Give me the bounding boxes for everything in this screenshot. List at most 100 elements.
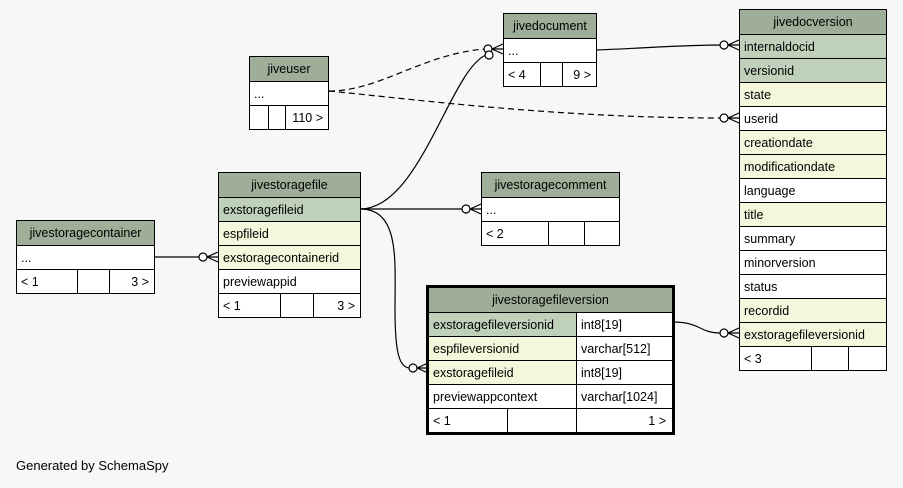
- edge-optional-marker: [719, 328, 729, 338]
- children-count: 3 >: [109, 270, 154, 293]
- table-footer-row: < 3: [740, 346, 886, 370]
- column-name: userid: [744, 112, 779, 126]
- column-name: previewappcontext: [433, 390, 538, 404]
- table-jivedocversion[interactable]: jivedocversion internaldocid versionid s…: [739, 9, 887, 371]
- ellipsis-text: ...: [508, 44, 519, 58]
- table-jivestoragefileversion[interactable]: jivestoragefileversion exstoragefilevers…: [426, 285, 675, 435]
- column-row[interactable]: internaldocid: [740, 34, 886, 58]
- column-name: versionid: [744, 64, 795, 78]
- parents-count: < 3: [744, 352, 762, 366]
- table-header[interactable]: jivestoragefileversion: [429, 288, 672, 312]
- column-row[interactable]: title: [740, 202, 886, 226]
- children-count: [848, 347, 886, 370]
- column-row[interactable]: espfileid: [219, 221, 360, 245]
- edge-optional-marker: [408, 363, 418, 373]
- generated-by-footer: Generated by SchemaSpy: [16, 458, 169, 473]
- table-jiveuser[interactable]: jiveuser ... 110 >: [249, 56, 329, 130]
- children-count: [584, 222, 619, 245]
- edge-crowfoot-marker: [727, 112, 740, 124]
- column-name: modificationdate: [744, 160, 836, 174]
- column-name: exstoragefileversionid: [744, 328, 865, 342]
- column-name: summary: [744, 232, 796, 246]
- edge-storagefile-document: [359, 54, 487, 210]
- column-row[interactable]: recordid: [740, 298, 886, 322]
- column-row[interactable]: previewappid: [219, 269, 360, 293]
- parents-count: [250, 106, 268, 129]
- spacer-cell: [540, 63, 562, 86]
- table-footer-row: < 4 9 >: [504, 62, 596, 86]
- ellipsis-text: ...: [486, 203, 497, 217]
- edge-fileversion-docversion: [672, 321, 721, 334]
- column-row[interactable]: exstoragefileversionid: [740, 322, 886, 346]
- edge-crowfoot-marker: [491, 43, 504, 55]
- column-row[interactable]: espfileversionid varchar[512]: [429, 336, 672, 360]
- column-name: previewappid: [223, 275, 297, 289]
- column-row[interactable]: summary: [740, 226, 886, 250]
- column-name: exstoragefileid: [433, 366, 514, 380]
- parents-count: < 4: [508, 68, 526, 82]
- column-row[interactable]: exstoragefileid: [219, 197, 360, 221]
- edge-crowfoot-marker: [206, 251, 219, 263]
- table-footer-row: 110 >: [250, 105, 328, 129]
- ellipsis-text: ...: [254, 87, 265, 101]
- column-name: espfileid: [223, 227, 269, 241]
- edge-document-docversion: [595, 44, 725, 51]
- column-name: creationdate: [744, 136, 813, 150]
- table-header[interactable]: jiveuser: [250, 57, 328, 81]
- column-row[interactable]: userid: [740, 106, 886, 130]
- edge-optional-marker: [198, 252, 208, 262]
- table-ellipsis-row: ...: [504, 38, 596, 62]
- spacer-cell: [507, 409, 576, 432]
- edge-optional-marker: [719, 113, 729, 123]
- column-name: exstoragefileversionid: [433, 318, 554, 332]
- column-row[interactable]: language: [740, 178, 886, 202]
- edge-optional-marker: [484, 50, 494, 60]
- spacer-cell: [77, 270, 109, 293]
- table-jivestoragecomment[interactable]: jivestoragecomment ... < 2: [481, 172, 620, 246]
- table-ellipsis-row: ...: [17, 245, 154, 269]
- column-type: varchar[512]: [576, 337, 672, 360]
- column-row[interactable]: exstoragefileversionid int8[19]: [429, 312, 672, 336]
- edge-optional-marker: [719, 40, 729, 50]
- table-header[interactable]: jivestoragecomment: [482, 173, 619, 197]
- column-row[interactable]: exstoragefileid int8[19]: [429, 360, 672, 384]
- table-ellipsis-row: ...: [250, 81, 328, 105]
- column-row[interactable]: previewappcontext varchar[1024]: [429, 384, 672, 408]
- table-header[interactable]: jivedocversion: [740, 10, 886, 34]
- edge-crowfoot-marker: [469, 203, 482, 215]
- table-footer-row: < 2: [482, 221, 619, 245]
- column-row[interactable]: minorversion: [740, 250, 886, 274]
- column-row[interactable]: modificationdate: [740, 154, 886, 178]
- parents-count: < 1: [21, 275, 39, 289]
- table-footer-row: < 1 1 >: [429, 408, 672, 432]
- column-name: exstoragecontainerid: [223, 251, 340, 265]
- column-name: language: [744, 184, 796, 198]
- parents-count: < 1: [223, 299, 241, 313]
- column-row[interactable]: versionid: [740, 58, 886, 82]
- column-name: status: [744, 280, 778, 294]
- table-jivestoragecontainer[interactable]: jivestoragecontainer ... < 1 3 >: [16, 220, 155, 294]
- column-name: recordid: [744, 304, 790, 318]
- table-header[interactable]: jivestoragecontainer: [17, 221, 154, 245]
- table-jivedocument[interactable]: jivedocument ... < 4 9 >: [503, 13, 597, 87]
- column-name: state: [744, 88, 772, 102]
- column-name: minorversion: [744, 256, 816, 270]
- edge-user-docversion: [328, 90, 721, 119]
- table-ellipsis-row: ...: [482, 197, 619, 221]
- column-name: title: [744, 208, 764, 222]
- column-row[interactable]: creationdate: [740, 130, 886, 154]
- column-row[interactable]: exstoragecontainerid: [219, 245, 360, 269]
- children-count: 3 >: [313, 294, 360, 317]
- spacer-cell: [548, 222, 584, 245]
- edge-crowfoot-marker: [727, 39, 740, 51]
- table-header[interactable]: jivestoragefile: [219, 173, 360, 197]
- column-type: int8[19]: [576, 361, 672, 384]
- table-header[interactable]: jivedocument: [504, 14, 596, 38]
- table-jivestoragefile[interactable]: jivestoragefile exstoragefileid espfilei…: [218, 172, 361, 318]
- column-row[interactable]: state: [740, 82, 886, 106]
- column-row[interactable]: status: [740, 274, 886, 298]
- column-type: varchar[1024]: [576, 385, 672, 408]
- parents-count: < 1: [433, 414, 451, 428]
- spacer-cell: [811, 347, 848, 370]
